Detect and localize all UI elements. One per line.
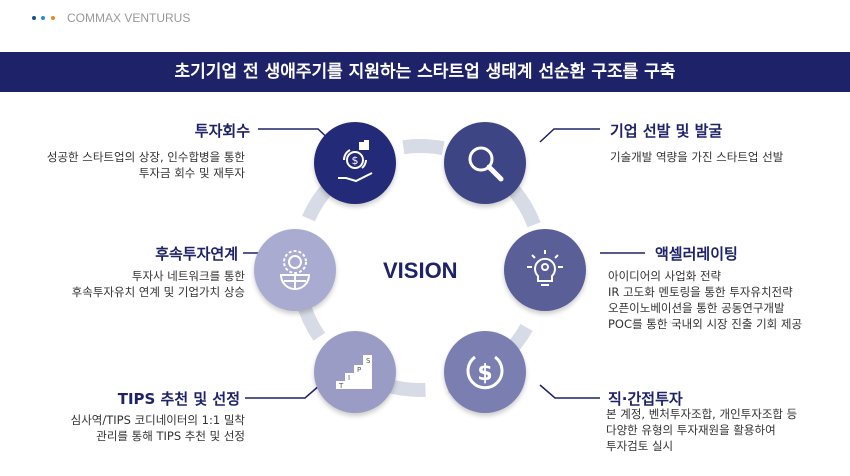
connector-line (539, 128, 600, 143)
vision-label: VISION (383, 258, 458, 283)
brand-dot (51, 16, 55, 20)
stage-title: 액셀러레이팅 (655, 245, 738, 263)
stage-title: 직·간접투자 (608, 390, 683, 408)
brand-name: COMMAX VENTURUS (67, 11, 191, 25)
stage-circle-selection (444, 122, 526, 204)
lightbulb-gear-icon (527, 250, 563, 286)
svg-text:S: S (366, 357, 371, 365)
banner-title: 초기기업 전 생애주기를 지원하는 스타트업 생태계 선순환 구조를 구축 (0, 52, 850, 92)
brand-dot (41, 16, 45, 20)
svg-text:I: I (348, 374, 350, 382)
svg-text:$: $ (352, 154, 359, 167)
tips-stairs-icon: TIPS (336, 355, 372, 390)
brand-dot (32, 16, 36, 20)
connector-line (539, 384, 600, 399)
stage-circle-exit: $ (314, 122, 396, 204)
stage-circle-investment: $ (444, 331, 526, 413)
person-globe-gear-icon (279, 250, 311, 290)
connector-line (245, 384, 321, 399)
stage-title: TIPS 추천 및 선정 (117, 390, 240, 408)
svg-text:T: T (338, 382, 344, 390)
svg-text:$: $ (477, 361, 492, 386)
money-hand-icon: $ (338, 140, 373, 183)
svg-text:P: P (357, 366, 361, 374)
magnifier-icon (468, 146, 504, 182)
stage-title: 기업 선발 및 발굴 (610, 122, 723, 140)
dollar-cycle-icon: $ (466, 355, 504, 390)
stage-title: 후속투자연계 (155, 245, 238, 263)
stage-circle-followup (254, 229, 336, 311)
stage-desc: 기술개발 역량을 가진 스타트업 선발 (610, 150, 784, 164)
stage-title: 투자회수 (194, 122, 250, 140)
stage-circle-accelerating (504, 229, 586, 311)
